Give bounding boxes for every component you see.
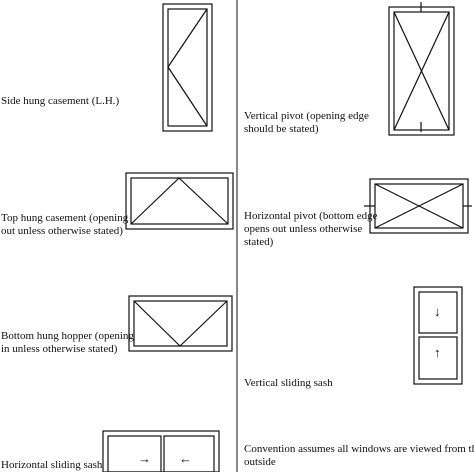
up-arrow-icon: ↑ bbox=[434, 345, 441, 360]
bottom-hung-hopper-symbol bbox=[128, 295, 233, 352]
right-arrow-icon: → bbox=[138, 451, 151, 466]
horizontal-pivot-symbol bbox=[364, 178, 472, 234]
left-arrow-icon: ← bbox=[179, 451, 192, 466]
convention-note: Convention assumes all windows are viewe… bbox=[244, 443, 474, 468]
top-hung-casement-label: Top hung casement (opening out unless ot… bbox=[1, 212, 129, 237]
horizontal-pivot-label: Horizontal pivot (bottom edge opens out … bbox=[244, 210, 378, 248]
horizontal-sliding-sash-symbol bbox=[102, 430, 220, 472]
horizontal-sliding-sash-label: Horizontal sliding sash bbox=[1, 459, 103, 471]
vertical-sliding-sash-label: Vertical sliding sash bbox=[244, 377, 333, 389]
side-hung-casement-label: Side hung casement (L.H.) bbox=[1, 95, 120, 107]
vertical-pivot-symbol bbox=[388, 2, 455, 136]
down-arrow-icon: ↓ bbox=[434, 304, 441, 319]
vertical-sliding-sash-symbol bbox=[413, 286, 463, 385]
bottom-hung-hopper-label: Bottom hung hopper (opening in unless ot… bbox=[1, 330, 134, 355]
side-hung-casement-symbol bbox=[162, 3, 213, 132]
top-hung-casement-symbol bbox=[125, 172, 234, 230]
vertical-pivot-label: Vertical pivot (opening edge should be s… bbox=[244, 110, 369, 135]
